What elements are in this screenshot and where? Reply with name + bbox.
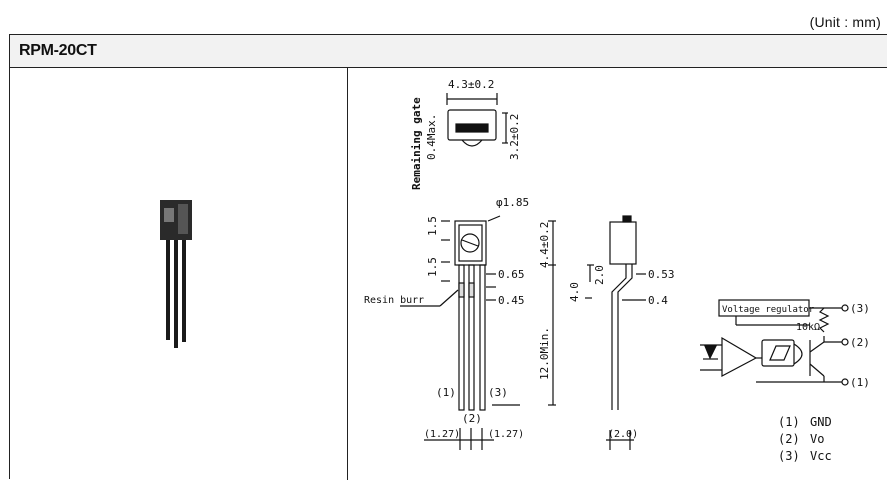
photo-lead-1 [166, 240, 170, 340]
pin-legend: (1) GND (2) Vo (3) Vcc [778, 415, 832, 463]
side-dim-4-0: 4.0 [568, 282, 581, 302]
column-divider [347, 68, 348, 480]
legend-num-3: (3) [778, 449, 800, 463]
gate-label-2: 0.4Max. [425, 114, 438, 160]
datasheet-frame: RPM-20CT [9, 34, 887, 480]
circuit-out1: (1) [850, 376, 870, 389]
photo-shield [178, 204, 188, 234]
circuit-diagram [700, 299, 849, 386]
pitch-right: (1.27) [488, 429, 524, 440]
technical-drawing: 4.3±0.2 3.2±0.2 Remaining gate 0.4Max. φ… [364, 78, 870, 463]
dim-1-5-a: 1.5 [426, 216, 439, 236]
legend-name-1: GND [810, 415, 832, 429]
photo-lead-3 [182, 240, 186, 342]
top-width-dim: 4.3±0.2 [448, 78, 494, 91]
photo-lead-2 [174, 240, 178, 348]
legend-num-1: (1) [778, 415, 800, 429]
circuit-out2: (2) [850, 336, 870, 349]
unit-label: (Unit : mm) [809, 14, 881, 30]
side-dim-2-0: 2.0 [593, 265, 606, 285]
pitch-left: (1.27) [424, 429, 460, 440]
legend-name-3: Vcc [810, 449, 832, 463]
side-dim-0-4: 0.4 [648, 294, 668, 307]
gate-label-1: Remaining gate [410, 97, 423, 190]
legend-name-2: Vo [810, 432, 824, 446]
legend-num-2: (2) [778, 432, 800, 446]
top-view [446, 93, 508, 147]
lead-length-dim: 12.0Min. [538, 327, 551, 380]
body-height-dim: 4.4±0.2 [538, 222, 551, 268]
resistor-label: 10kΩ [796, 322, 820, 333]
lead-width: 0.45 [498, 294, 525, 307]
top-height-dim: 3.2±0.2 [508, 114, 521, 160]
pin1-label: (1) [436, 386, 456, 399]
side-dim-0-53: 0.53 [648, 268, 675, 281]
side-base-width: (2.0) [608, 429, 638, 440]
circuit-out3: (3) [850, 302, 870, 315]
pin3-label: (3) [488, 386, 508, 399]
side-view [585, 215, 646, 450]
part-title: RPM-20CT [19, 42, 97, 59]
title-bar: RPM-20CT [10, 35, 887, 68]
photo-lens [164, 208, 174, 222]
front-view [400, 215, 556, 450]
lens-diameter: φ1.85 [496, 196, 529, 209]
pin2-label: (2) [462, 412, 482, 425]
resin-burr-label: Resin burr [364, 295, 424, 306]
lead-width-top: 0.65 [498, 268, 525, 281]
product-photo [160, 200, 192, 348]
dim-1-5-b: 1.5 [426, 257, 439, 277]
regulator-label: Voltage regulator [722, 305, 815, 315]
